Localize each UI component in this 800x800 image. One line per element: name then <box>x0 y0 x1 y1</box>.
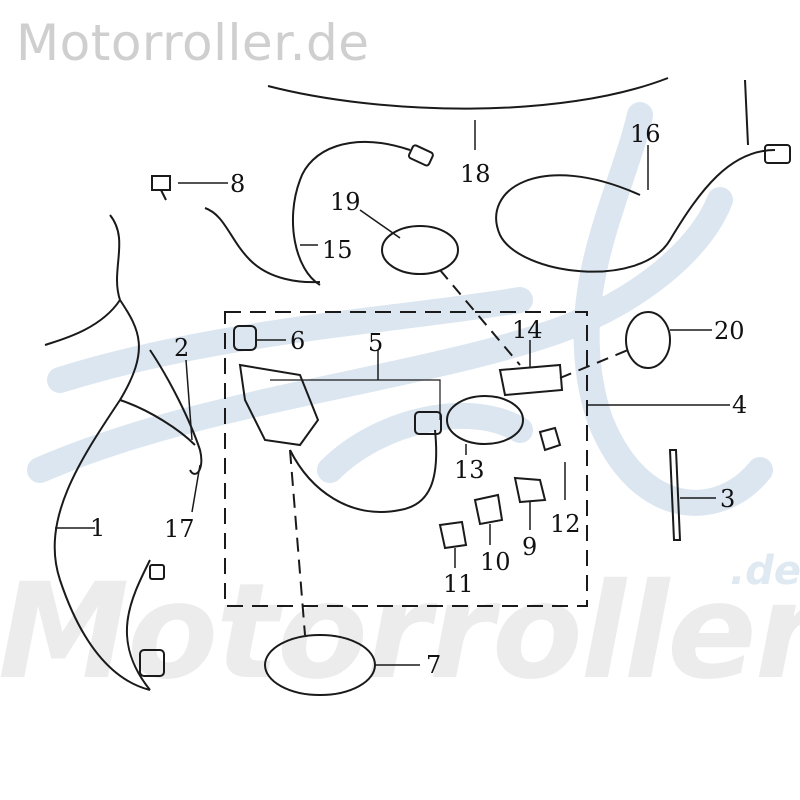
part-3 <box>668 449 682 541</box>
part-14 <box>498 363 564 397</box>
callout-14: 14 <box>512 316 543 344</box>
callout-7: 7 <box>426 651 441 679</box>
callout-18: 18 <box>460 160 491 188</box>
callout-16: 16 <box>630 120 661 148</box>
part-5-lock <box>238 363 320 447</box>
callout-2: 2 <box>174 334 189 362</box>
part-1-harness <box>53 214 151 691</box>
callout-13: 13 <box>454 456 485 484</box>
header-watermark: Motorroller.de <box>16 14 370 72</box>
part-16-cable <box>495 149 776 273</box>
part-19-oval <box>381 225 459 275</box>
callout-9: 9 <box>522 533 537 561</box>
part-20-oval <box>625 311 671 369</box>
part-7-oval <box>264 634 376 696</box>
callout-6: 6 <box>290 327 305 355</box>
callout-19: 19 <box>330 188 361 216</box>
parts-drawing <box>44 77 791 696</box>
callout-12: 12 <box>550 510 581 538</box>
part-8-bolt <box>151 175 171 191</box>
callout-5: 5 <box>368 329 383 357</box>
part-13-oval <box>446 395 524 445</box>
part-4-box <box>224 311 588 607</box>
callout-20: 20 <box>714 317 745 345</box>
part-18-cable <box>267 77 669 110</box>
watermark-suffix: .de <box>730 548 800 594</box>
callout-10: 10 <box>480 548 511 576</box>
callout-8: 8 <box>230 170 245 198</box>
watermark-swoosh <box>27 102 773 516</box>
callout-3: 3 <box>720 485 735 513</box>
callout-11: 11 <box>443 570 474 598</box>
callout-17: 17 <box>164 515 195 543</box>
callout-1: 1 <box>90 514 105 542</box>
part-6-cap <box>233 325 257 351</box>
callout-4: 4 <box>732 391 747 419</box>
callout-15: 15 <box>322 236 353 264</box>
part-15-cable <box>291 141 411 286</box>
